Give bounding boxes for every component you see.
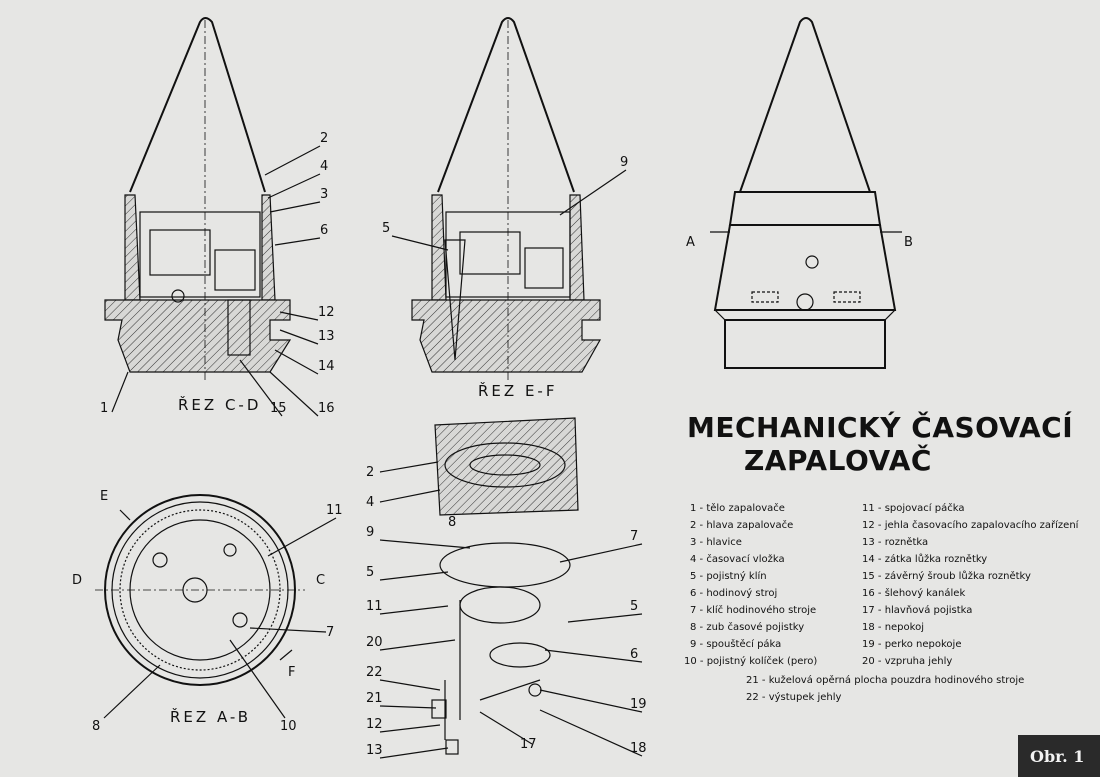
- legend-item: 20 - vzpruha jehly: [862, 656, 952, 667]
- exploded-view-drawing: [431, 417, 579, 755]
- callout-label: 13: [318, 329, 335, 344]
- legend-item: 7 - klíč hodinového stroje: [690, 604, 816, 616]
- callout-label: 12: [318, 305, 335, 320]
- callout-label: 10: [280, 719, 297, 734]
- callout-label: 2: [320, 131, 328, 146]
- callouts-ab: 11 7 10 8: [92, 503, 343, 734]
- callout-label: 8: [448, 515, 456, 530]
- callout-label: 20: [366, 635, 383, 650]
- callouts-exploded: 2 4 8 9 7 5 11 5 6 20 22 21 19 12 17 13 …: [366, 461, 647, 759]
- legend-item: 4 - časovací vložka: [690, 553, 785, 565]
- section-ab-drawing: E F D C: [72, 489, 325, 686]
- callout-label: 6: [320, 223, 328, 238]
- legend-item: 2 - hlava zapalovače: [690, 519, 793, 531]
- cut-mark-d: D: [72, 573, 82, 588]
- legend-item: 9 - spouštěcí páka: [690, 638, 781, 650]
- callout-label: 7: [326, 625, 334, 640]
- legend-item: 13 - roznětka: [862, 536, 928, 548]
- section-ef-drawing: [411, 17, 602, 380]
- legend: 1 - tělo zapalovače 2 - hlava zapalovače…: [684, 502, 1080, 703]
- legend-item: 1 - tělo zapalovače: [690, 502, 785, 514]
- legend-item: 3 - hlavice: [690, 537, 742, 548]
- callout-label: 5: [382, 221, 390, 236]
- cut-mark-a: A: [686, 235, 695, 250]
- figure-label: Obr. 1: [1030, 747, 1084, 766]
- callout-label: 21: [366, 691, 383, 706]
- legend-item: 11 - spojovací páčka: [862, 502, 964, 514]
- callout-label: 8: [92, 719, 100, 734]
- callout-label: 7: [630, 529, 638, 544]
- callout-label: 5: [630, 599, 638, 614]
- callouts-cd: 2 4 3 6 12 13 14 16 15 1: [100, 131, 335, 417]
- callout-label: 3: [320, 187, 328, 202]
- callout-label: 4: [366, 495, 374, 510]
- callout-label: 13: [366, 743, 383, 758]
- legend-item: 8 - zub časové pojistky: [690, 621, 804, 633]
- external-view-drawing: A B: [686, 17, 913, 369]
- callout-label: 19: [630, 697, 647, 712]
- callout-label: 16: [318, 401, 335, 416]
- callout-label: 12: [366, 717, 383, 732]
- section-label-ab: ŘEZ A-B: [170, 707, 251, 726]
- section-label-ef: ŘEZ E-F: [478, 381, 557, 400]
- cut-mark-e: E: [100, 489, 108, 504]
- callout-label: 9: [620, 155, 628, 170]
- legend-item: 6 - hodinový stroj: [690, 587, 777, 599]
- callout-label: 1: [100, 401, 108, 416]
- legend-item: 22 - výstupek jehly: [746, 691, 842, 703]
- callouts-ef: 9 5: [382, 155, 628, 251]
- legend-item: 14 - zátka lůžka roznětky: [862, 553, 987, 565]
- legend-item: 16 - šlehový kanálek: [862, 587, 965, 599]
- legend-item: 18 - nepokoj: [862, 622, 924, 633]
- cut-mark-f: F: [288, 665, 295, 680]
- section-label-cd: ŘEZ C-D: [178, 395, 261, 414]
- cut-mark-c: C: [316, 573, 325, 588]
- callout-label: 22: [366, 665, 383, 680]
- callout-label: 5: [366, 565, 374, 580]
- legend-item: 17 - hlavňová pojistka: [862, 604, 972, 616]
- legend-item: 12 - jehla časovacího zapalovacího zaříz…: [862, 519, 1080, 531]
- cut-mark-b: B: [904, 235, 913, 250]
- callout-label: 4: [320, 159, 328, 174]
- callout-label: 2: [366, 465, 374, 480]
- callout-label: 11: [366, 599, 383, 614]
- legend-item: 19 - perko nepokoje: [862, 639, 961, 650]
- legend-item: 21 - kuželová opěrná plocha pouzdra hodi…: [746, 674, 1024, 686]
- legend-item: 5 - pojistný klín: [690, 570, 767, 582]
- callout-label: 11: [326, 503, 343, 518]
- figure-label-background: [1018, 735, 1100, 777]
- callout-label: 6: [630, 647, 638, 662]
- legend-item: 10 - pojistný kolíček (pero): [684, 655, 817, 667]
- callout-label: 17: [520, 737, 537, 752]
- title-line-2: ZAPALOVAČ: [744, 443, 932, 477]
- callout-label: 9: [366, 525, 374, 540]
- callout-label: 14: [318, 359, 335, 374]
- legend-item: 15 - závěrný šroub lůžka roznětky: [862, 570, 1031, 582]
- section-cd-drawing: [104, 17, 292, 380]
- title-line-1: MECHANICKÝ ČASOVACÍ: [687, 410, 1073, 444]
